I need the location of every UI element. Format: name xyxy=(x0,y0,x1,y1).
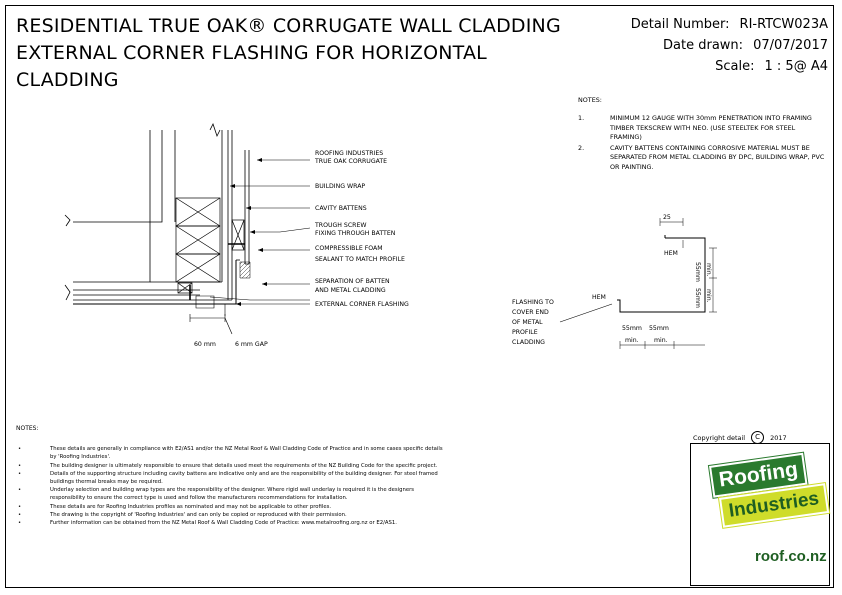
dim-55mm-d: 55mm xyxy=(649,325,669,332)
bullet: • xyxy=(18,462,22,469)
date-row: Date drawn: 07/07/2017 xyxy=(631,35,828,56)
corrugate-cladding-vertical xyxy=(244,150,250,265)
scale-row: Scale: 1 : 5@ A4 xyxy=(631,56,828,77)
notes-bottom-item: • Further information can be obtained fro… xyxy=(16,519,446,527)
logo-url: roof.co.nz xyxy=(755,548,827,565)
bottom-dimension xyxy=(189,314,233,335)
dim-55mm-b: 55mm xyxy=(694,288,701,308)
flashing-profile xyxy=(617,235,706,313)
framing-timbers xyxy=(175,197,245,294)
note-text: The building designer is ultimately resp… xyxy=(50,462,438,469)
flashing-note-5: CLADDING xyxy=(512,339,545,346)
date-label: Date drawn: xyxy=(663,38,744,53)
date-value: 07/07/2017 xyxy=(753,38,828,53)
min-d: min. xyxy=(654,337,668,344)
label-trough-screw-2: FIXING THROUGH BATTEN xyxy=(315,230,396,237)
detail-number-row: Detail Number: RI-RTCW023A xyxy=(631,14,828,35)
note-text: MINIMUM 12 GAUGE WITH 30mm PENETRATION I… xyxy=(610,114,812,141)
dim-25: 25 xyxy=(663,214,671,221)
leader-lines xyxy=(209,159,311,305)
notes-bottom-item: • Details of the supporting structure inc… xyxy=(16,470,446,486)
min-a: min. xyxy=(705,263,712,277)
title-line-2: EXTERNAL CORNER FLASHING FOR HORIZONTAL xyxy=(16,42,487,64)
notes-bottom-item: • These details are for Roofing Industrie… xyxy=(16,503,446,511)
title-block-meta: Detail Number: RI-RTCW023A Date drawn: 07/… xyxy=(631,14,828,77)
min-c: min. xyxy=(625,337,639,344)
title-line-3: CLADDING xyxy=(16,69,119,91)
detail-number-value: RI-RTCW023A xyxy=(739,17,828,32)
note-text: These details are for Roofing Industries… xyxy=(50,503,332,510)
min-b: min. xyxy=(705,289,712,303)
bullet: • xyxy=(18,487,22,494)
note-text: Details of the supporting structure incl… xyxy=(50,470,438,486)
label-foam: COMPRESSIBLE FOAM xyxy=(315,245,383,252)
note-text: The drawing is the copyright of 'Roofing… xyxy=(50,511,347,518)
dim-60mm: 60 mm xyxy=(194,341,216,348)
flashing-note-leader xyxy=(559,303,613,323)
sheet-border xyxy=(5,5,834,588)
note-text: CAVITY BATTENS CONTAINING CORROSIVE MATE… xyxy=(610,144,825,171)
label-separation: SEPARATION OF BATTEN xyxy=(315,278,390,285)
scale-label: Scale: xyxy=(715,59,755,74)
bullet: • xyxy=(18,503,22,510)
bullet: • xyxy=(18,520,22,527)
bullet: • xyxy=(18,470,22,477)
note-text: Underlay selection and building wrap typ… xyxy=(50,487,415,502)
flashing-note-4: PROFILE xyxy=(512,329,538,336)
flashing-note-1: FLASHING TO xyxy=(512,299,554,306)
wall-section xyxy=(64,122,240,305)
leader-arrows xyxy=(230,158,267,306)
label-trough-screw: TROUGH SCREW xyxy=(314,222,366,229)
detail-number-label: Detail Number: xyxy=(630,17,730,32)
drawing-title: RESIDENTIAL TRUE OAK® CORRUGATE WALL CLA… xyxy=(16,13,576,94)
notes-top-item: 1. MINIMUM 12 GAUGE WITH 30mm PENETRATIO… xyxy=(578,114,828,142)
separation-strip xyxy=(195,295,215,309)
bullet: • xyxy=(18,511,22,518)
label-roofing-2: TRUE OAK CORRUGATE xyxy=(314,158,387,165)
notes-top-item: 2. CAVITY BATTENS CONTAINING CORROSIVE M… xyxy=(578,144,828,172)
dim-55mm-c: 55mm xyxy=(622,325,642,332)
notes-bottom-item: • The drawing is the copyright of 'Roofin… xyxy=(16,511,446,519)
scale-value: 1 : 5@ A4 xyxy=(764,59,828,74)
title-line-1: RESIDENTIAL TRUE OAK® CORRUGATE WALL CLA… xyxy=(16,15,561,37)
notes-bottom-item: • The building designer is ultimately res… xyxy=(16,462,446,470)
label-building-wrap: BUILDING WRAP xyxy=(315,183,365,190)
label-roofing: ROOFING INDUSTRIES xyxy=(315,150,383,157)
notes-top: NOTES: 1. MINIMUM 12 GAUGE WITH 30mm PEN… xyxy=(578,96,828,174)
note-number: 1. xyxy=(578,114,585,123)
label-external-corner-flashing: EXTERNAL CORNER FLASHING xyxy=(315,301,409,308)
notes-bottom-item: • Underlay selection and building wrap ty… xyxy=(16,486,446,502)
notes-bottom: NOTES: • These details are generally in c… xyxy=(16,425,446,527)
foam-sealant xyxy=(239,261,251,279)
note-text: Further information can be obtained from… xyxy=(50,520,397,527)
notes-top-heading: NOTES: xyxy=(578,96,602,104)
copyright-year: 2017 xyxy=(770,433,787,442)
logo-box: Roofing Industries roof.co.nz xyxy=(690,443,830,586)
dim-55mm-a: 55mm xyxy=(694,262,701,282)
flashing-note-2: COVER END xyxy=(512,309,549,316)
label-cavity-battens: CAVITY BATTENS xyxy=(315,205,367,212)
flashing-note-3: OF METAL xyxy=(512,319,543,326)
roofing-industries-logo: Roofing Industries roof.co.nz xyxy=(709,452,829,574)
note-text: These details are generally in complianc… xyxy=(50,446,443,461)
flashing-dimensions xyxy=(619,218,717,349)
hem-top-label: HEM xyxy=(664,250,678,257)
bullet: • xyxy=(18,446,22,453)
notes-bottom-item: • These details are generally in complian… xyxy=(16,445,446,461)
note-number: 2. xyxy=(578,144,585,153)
label-foam-2: SEALANT TO MATCH PROFILE xyxy=(315,256,405,263)
dim-6mm-gap: 6 mm GAP xyxy=(235,341,268,348)
notes-bottom-heading: NOTES: xyxy=(16,425,39,432)
copyright-text: Copyright detail xyxy=(693,433,746,442)
hem-left-label: HEM xyxy=(592,294,606,301)
label-separation-2: AND METAL CLADDING xyxy=(315,287,386,294)
